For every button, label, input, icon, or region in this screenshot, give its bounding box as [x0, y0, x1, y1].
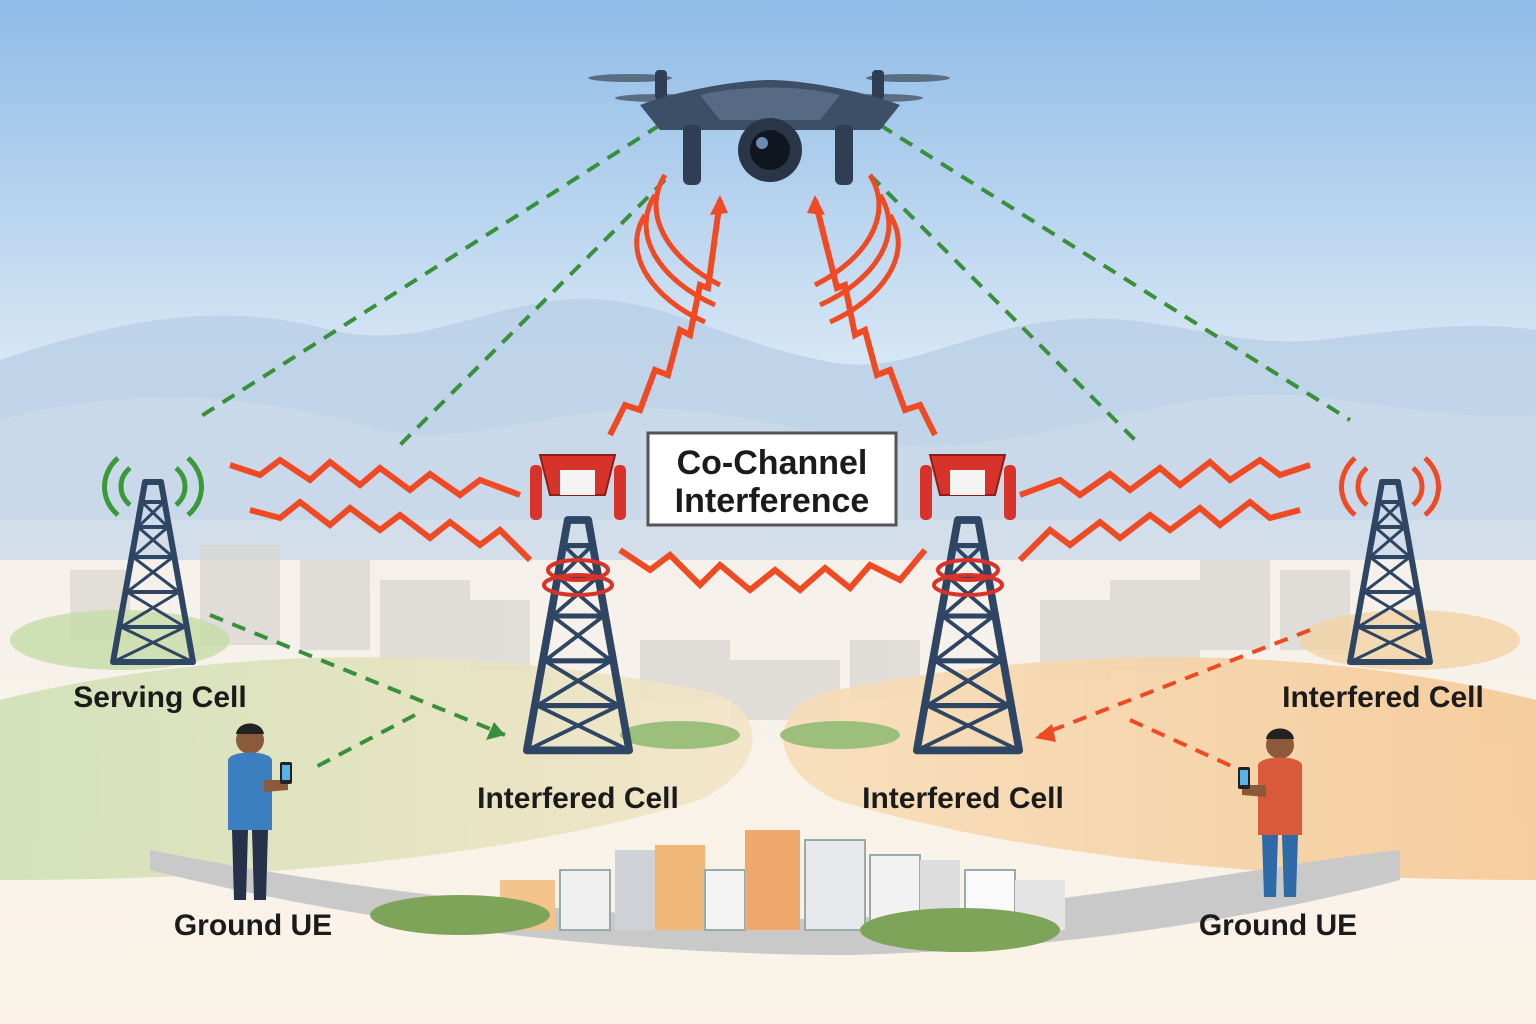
drone-emission-arcs — [634, 173, 901, 325]
left-hill — [0, 657, 753, 880]
person-with-phone-icon — [1238, 728, 1302, 897]
person-with-phone-icon — [228, 723, 292, 900]
co-channel-interference-box: Co-Channel Interference — [646, 431, 898, 527]
label-serving-cell: Serving Cell — [73, 681, 246, 714]
box-line1: Co-Channel — [677, 444, 868, 482]
label-interfered-cell-left: Interfered Cell — [1282, 681, 1484, 714]
box-line2: Interference — [675, 482, 870, 520]
right-hill — [783, 657, 1536, 880]
tower-head-right — [920, 454, 1016, 597]
label-ground-ue-right: Ground UE — [1199, 909, 1357, 942]
interfered-cell-signal — [1339, 456, 1441, 517]
green-links — [193, 123, 1352, 772]
building-icon — [559, 869, 611, 931]
drone-icon — [588, 70, 950, 185]
building-icon — [655, 845, 705, 930]
building-icon — [745, 830, 800, 930]
label-interfered-cell-center-left: Interfered Cell — [477, 782, 679, 815]
red-links — [1039, 628, 1311, 772]
interference-signals — [229, 199, 1311, 594]
label-ground-ue-left: Ground UE — [174, 909, 332, 942]
label-interfered-cell-center-right: Interfered Cell — [862, 782, 1064, 815]
building-icon — [804, 839, 866, 931]
building-icon — [704, 869, 746, 931]
tower-head-left — [530, 454, 626, 597]
serving-cell-signal — [102, 456, 204, 517]
building-icon — [615, 850, 655, 930]
